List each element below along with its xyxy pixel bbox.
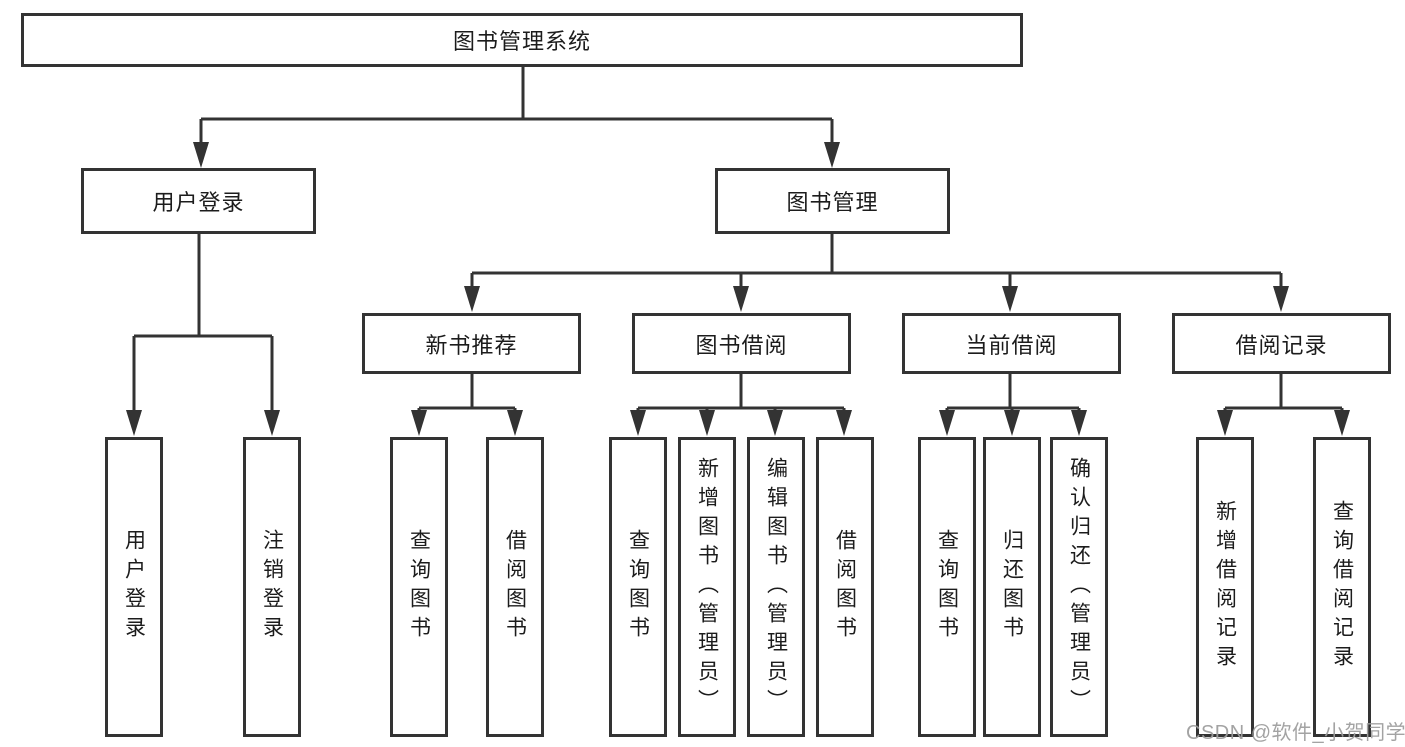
csdn-watermark: CSDN @软件_小贺同学 bbox=[1186, 722, 1405, 744]
node-library-system: 图书管理系统 bbox=[21, 13, 1023, 67]
leaf-edit-book-admin: 编辑图书（管理员） bbox=[747, 437, 805, 737]
leaf-return-book-label: 归还图书 bbox=[1000, 529, 1024, 645]
leaf-confirm-return-admin: 确认归还（管理员） bbox=[1050, 437, 1108, 737]
node-book-management-label: 图书管理 bbox=[786, 190, 879, 215]
node-book-borrow-label: 图书借阅 bbox=[695, 332, 788, 358]
leaf-user-login-label: 用户登录 bbox=[122, 529, 146, 645]
leaf-logout-label: 注销登录 bbox=[260, 529, 284, 645]
node-new-book-recommend-label: 新书推荐 bbox=[425, 332, 518, 358]
node-book-management: 图书管理 bbox=[715, 168, 950, 234]
node-current-borrow-label: 当前借阅 bbox=[965, 332, 1058, 358]
node-new-book-recommend: 新书推荐 bbox=[362, 313, 581, 374]
leaf-query-books-current: 查询图书 bbox=[918, 437, 976, 737]
leaf-add-book-admin-label: 新增图书（管理员） bbox=[695, 456, 719, 718]
leaf-query-books-recommend-label: 查询图书 bbox=[407, 529, 431, 645]
leaf-query-books-borrow-label: 查询图书 bbox=[626, 529, 650, 645]
leaf-logout: 注销登录 bbox=[243, 437, 301, 737]
leaf-query-books-recommend: 查询图书 bbox=[390, 437, 448, 737]
leaf-confirm-return-admin-label: 确认归还（管理员） bbox=[1067, 456, 1091, 718]
leaf-query-borrow-record-label: 查询借阅记录 bbox=[1330, 500, 1354, 674]
leaf-add-borrow-record: 新增借阅记录 bbox=[1196, 437, 1254, 737]
node-book-borrow: 图书借阅 bbox=[632, 313, 851, 374]
leaf-query-borrow-record: 查询借阅记录 bbox=[1313, 437, 1371, 737]
node-borrow-records-label: 借阅记录 bbox=[1235, 332, 1328, 358]
leaf-edit-book-admin-label: 编辑图书（管理员） bbox=[764, 456, 788, 718]
leaf-query-books-borrow: 查询图书 bbox=[609, 437, 667, 737]
node-library-system-label: 图书管理系统 bbox=[452, 29, 591, 54]
leaf-borrow-books-borrow: 借阅图书 bbox=[816, 437, 874, 737]
node-user-login-label: 用户登录 bbox=[152, 190, 245, 215]
leaf-add-borrow-record-label: 新增借阅记录 bbox=[1213, 500, 1237, 674]
leaf-query-books-current-label: 查询图书 bbox=[935, 529, 959, 645]
arrowheads bbox=[126, 142, 1350, 436]
node-borrow-records: 借阅记录 bbox=[1172, 313, 1391, 374]
leaf-add-book-admin: 新增图书（管理员） bbox=[678, 437, 736, 737]
leaf-user-login: 用户登录 bbox=[105, 437, 163, 737]
leaf-borrow-books-recommend: 借阅图书 bbox=[486, 437, 544, 737]
leaf-borrow-books-borrow-label: 借阅图书 bbox=[833, 529, 857, 645]
node-current-borrow: 当前借阅 bbox=[902, 313, 1121, 374]
leaf-borrow-books-recommend-label: 借阅图书 bbox=[503, 529, 527, 645]
leaf-return-book: 归还图书 bbox=[983, 437, 1041, 737]
node-user-login: 用户登录 bbox=[81, 168, 316, 234]
